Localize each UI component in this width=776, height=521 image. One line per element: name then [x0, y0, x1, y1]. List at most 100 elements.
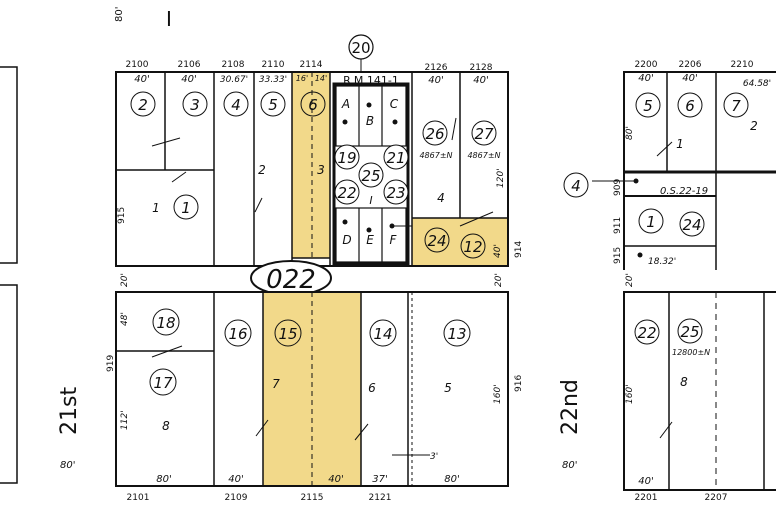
address-2200: 2200 — [635, 60, 658, 70]
parcel-r1[interactable]: 1 — [646, 213, 656, 231]
parcel-r22[interactable]: 22 — [637, 324, 656, 342]
rm-label: R.M.141-1 — [343, 74, 399, 87]
parcel-21[interactable]: 21 — [386, 149, 405, 167]
parcel-r7[interactable]: 7 — [731, 97, 741, 115]
dim-160-right: 160' — [625, 384, 635, 404]
parcel-r5[interactable]: 5 — [643, 97, 653, 115]
dim-20-right: 20' — [494, 273, 504, 287]
parcel-26[interactable]: 26 — [425, 125, 444, 143]
parcel-1[interactable]: 1 — [181, 199, 191, 217]
address-2114: 2114 — [300, 60, 323, 70]
os-label: 0.S.22-19 — [660, 186, 708, 197]
parcel-6[interactable]: 6 — [308, 96, 318, 114]
area-27: 4867±N — [467, 151, 500, 160]
callout-20: 20 — [351, 39, 370, 57]
dim-18-32: 18.32' — [648, 257, 676, 267]
side-909: 909 — [613, 179, 623, 196]
parcel-27[interactable]: 27 — [474, 125, 494, 143]
parcel-18[interactable]: 18 — [156, 314, 175, 332]
area-26: 4867±N — [419, 151, 452, 160]
address-2101: 2101 — [127, 493, 150, 503]
side-915: 915 — [117, 207, 127, 224]
width-label: 40' — [682, 73, 697, 84]
width-label: 16' — [296, 74, 308, 83]
parcel-19[interactable]: 19 — [337, 149, 356, 167]
width-label: 30.67' — [220, 75, 248, 85]
dim-3: 3' — [430, 452, 438, 462]
parcel-4[interactable]: 4 — [231, 96, 241, 114]
width-label: 40' — [181, 74, 196, 85]
parcel-16[interactable]: 16 — [228, 325, 247, 343]
parcel-r6[interactable]: 6 — [685, 97, 695, 115]
address-2115: 2115 — [301, 493, 324, 503]
parcel-r25[interactable]: 25 — [680, 323, 699, 341]
lot-6: 6 — [368, 381, 376, 395]
area-12800: 12800±N — [672, 348, 710, 357]
address-2207: 2207 — [705, 493, 728, 503]
address-2110: 2110 — [262, 60, 285, 70]
width-label: 33.33' — [259, 75, 287, 85]
width-label: 40' — [638, 73, 653, 84]
parcel-2[interactable]: 2 — [138, 96, 148, 114]
top-mark: I — [166, 7, 172, 31]
address-2210: 2210 — [731, 60, 754, 70]
width-label: 40' — [228, 474, 243, 485]
parcel-13[interactable]: 13 — [447, 325, 466, 343]
side-911: 911 — [613, 217, 623, 234]
left-edge-box-bottom — [0, 284, 18, 484]
lot-5: 5 — [444, 381, 452, 395]
parcel-6-highlight[interactable] — [292, 72, 330, 258]
side-919: 919 — [106, 355, 116, 372]
width-label: 40' — [328, 474, 343, 485]
width-label: 80' — [444, 474, 459, 485]
lot-1: 1 — [152, 201, 160, 215]
parcel-23[interactable]: 23 — [386, 184, 405, 202]
address-2128: 2128 — [470, 63, 493, 73]
block-right: 2200 2206 2210 2201 2207 40' 40' 64.58' … — [563, 60, 776, 503]
unit-D: D — [342, 233, 351, 247]
address-2201: 2201 — [635, 493, 658, 503]
side-914: 914 — [514, 241, 524, 258]
width-label: 40' — [134, 74, 149, 85]
dim-40: 40' — [493, 244, 503, 258]
address-2106: 2106 — [178, 60, 201, 70]
unit-C: C — [390, 97, 399, 111]
parcel-22[interactable]: 22 — [337, 184, 356, 202]
condo-block-outline — [332, 82, 410, 266]
dim-20-left: 20' — [120, 273, 130, 287]
parcel-15-highlight[interactable] — [263, 292, 361, 486]
parcel-15[interactable]: 15 — [278, 325, 297, 343]
parcel-3[interactable]: 3 — [190, 96, 200, 114]
dim-112: 112' — [120, 410, 130, 430]
lot-3: 3 — [317, 163, 325, 177]
parcel-24[interactable]: 24 — [427, 232, 446, 250]
address-2108: 2108 — [222, 60, 245, 70]
address-2100: 2100 — [126, 60, 149, 70]
lot-r8: 8 — [680, 375, 688, 389]
street-21st-width: 80' — [60, 460, 75, 471]
block-south: 2101 2109 2115 2121 80' 40' 40' 37' 80' … — [106, 291, 524, 503]
parcel-r24[interactable]: 24 — [682, 216, 701, 234]
parcel-25[interactable]: 25 — [361, 167, 380, 185]
unit-E: E — [366, 233, 374, 247]
width-label: 80' — [156, 474, 171, 485]
width-label: 40' — [428, 75, 443, 86]
lot-7: 7 — [272, 377, 280, 391]
width-label: 37' — [372, 474, 387, 485]
address-2109: 2109 — [225, 493, 248, 503]
unit-A: A — [341, 97, 350, 111]
lot-r1: 1 — [676, 137, 684, 151]
parcel-17[interactable]: 17 — [153, 374, 173, 392]
parcel-12[interactable]: 12 — [463, 238, 482, 256]
dim-120: 120' — [496, 168, 506, 188]
parcel-5[interactable]: 5 — [268, 96, 278, 114]
side-916: 916 — [514, 375, 524, 392]
width-label: 64.58' — [743, 79, 771, 89]
address-2121: 2121 — [369, 493, 392, 503]
address-2126: 2126 — [425, 63, 448, 73]
parcel-14[interactable]: 14 — [373, 325, 392, 343]
dim-20-r: 20' — [625, 273, 635, 287]
parcel-r4[interactable]: 4 — [571, 177, 581, 195]
side-915-r: 915 — [613, 247, 623, 264]
